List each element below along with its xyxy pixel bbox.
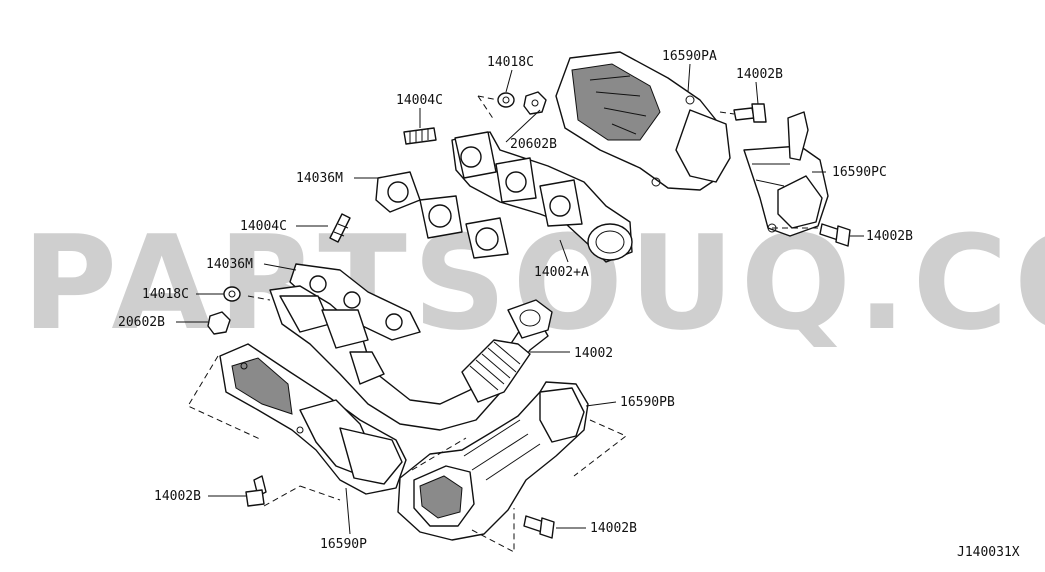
label-14002B-bottom-right[interactable]: 14002B	[590, 521, 637, 536]
bolt-14002B-right[interactable]	[819, 223, 851, 247]
label-14002B-top-right[interactable]: 14002B	[736, 67, 783, 82]
label-14002[interactable]: 14002	[574, 346, 613, 361]
label-14018C-left[interactable]: 14018C	[142, 287, 189, 302]
label-14036M-top[interactable]: 14036M	[296, 171, 343, 186]
stud-14004C-mid[interactable]	[329, 213, 351, 243]
nut-20602B-top[interactable]	[523, 91, 547, 115]
label-16590PC[interactable]: 16590PC	[832, 165, 887, 180]
label-14002B-right[interactable]: 14002B	[866, 229, 913, 244]
label-16590PA[interactable]: 16590PA	[662, 49, 717, 64]
exhaust-manifold-14002[interactable]	[269, 285, 553, 431]
washer-14018C-left[interactable]	[223, 286, 241, 302]
label-14004C-mid[interactable]: 14004C	[240, 219, 287, 234]
gasket-set-14036M-lower[interactable]	[289, 263, 421, 341]
washer-14018C-top[interactable]	[497, 92, 515, 108]
label-20602B-left[interactable]: 20602B	[118, 315, 165, 330]
callout-labels: 14018C 16590PA 14002B 14004C 20602B 1403…	[118, 49, 1020, 560]
leader-lines	[176, 63, 864, 535]
diagram-code: J140031X	[957, 545, 1020, 560]
label-14002B-bottom-left[interactable]: 14002B	[154, 489, 201, 504]
heat-shield-16590PA[interactable]	[555, 51, 731, 191]
label-16590P[interactable]: 16590P	[320, 537, 367, 552]
label-14004C-top[interactable]: 14004C	[396, 93, 443, 108]
dashed-guide-lines	[187, 95, 820, 553]
label-14018C-top[interactable]: 14018C	[487, 55, 534, 70]
label-20602B-top[interactable]: 20602B	[510, 137, 557, 152]
label-14002A[interactable]: 14002+A	[534, 265, 589, 280]
stud-14004C-upper[interactable]	[403, 127, 437, 145]
heat-shield-16590PB[interactable]	[397, 381, 589, 541]
gasket-set-14036M-upper[interactable]	[375, 171, 509, 259]
bolt-14002B-bottom-left[interactable]	[245, 475, 267, 507]
heat-shield-16590P[interactable]	[219, 343, 407, 495]
nut-20602B-left[interactable]	[207, 311, 231, 335]
heat-shield-16590PC[interactable]	[743, 111, 829, 237]
label-14036M-mid[interactable]: 14036M	[206, 257, 253, 272]
bolt-14002B-top-right[interactable]	[733, 103, 767, 123]
bolt-14002B-bottom-right[interactable]	[523, 515, 555, 539]
label-16590PB[interactable]: 16590PB	[620, 395, 675, 410]
exhaust-manifold-14002A[interactable]	[451, 131, 633, 263]
